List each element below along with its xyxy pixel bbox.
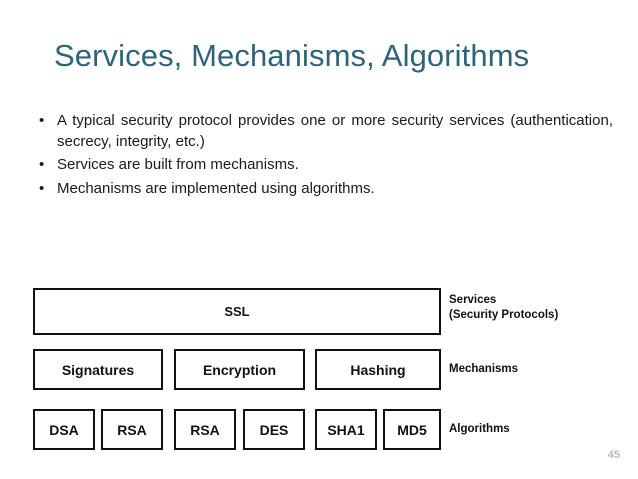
diagram-box-rsa-encryption: RSA — [174, 409, 236, 450]
diagram-box-hashing: Hashing — [315, 349, 441, 390]
bullet-list: • A typical security protocol provides o… — [33, 110, 613, 202]
diagram-box-md5: MD5 — [383, 409, 441, 450]
diagram-side-label-mechanisms-line1: Mechanisms — [449, 363, 519, 375]
diagram-box-ssl: SSL — [33, 288, 441, 335]
diagram-box-des: DES — [243, 409, 305, 450]
diagram-box-sha1: SHA1 — [315, 409, 377, 450]
bullet-marker-icon: • — [39, 180, 45, 197]
list-item-text: A typical security protocol provides one… — [57, 112, 613, 150]
list-item: • Mechanisms are implemented using algor… — [33, 178, 613, 200]
diagram-side-label-algorithms: Algorithms — [449, 422, 510, 437]
list-item-text: Services are built from mechanisms. — [57, 156, 299, 173]
diagram-box-dsa: DSA — [33, 409, 95, 450]
diagram-side-label-mechanisms: Mechanisms — [449, 362, 518, 377]
page-title: Services, Mechanisms, Algorithms — [54, 38, 530, 73]
diagram-side-label-services-line2: (Security Protocols) — [449, 309, 559, 321]
list-item: • Services are built from mechanisms. — [33, 154, 613, 176]
bullet-marker-icon: • — [39, 156, 45, 173]
diagram-box-encryption: Encryption — [174, 349, 305, 390]
bullet-marker-icon: • — [39, 112, 45, 129]
list-item: • A typical security protocol provides o… — [33, 110, 613, 152]
diagram-side-label-services: Services (Security Protocols) — [449, 293, 558, 323]
diagram-side-label-algorithms-line1: Algorithms — [449, 423, 510, 435]
diagram-box-rsa-signatures: RSA — [101, 409, 163, 450]
page-number: 45 — [607, 449, 620, 461]
list-item-text: Mechanisms are implemented using algorit… — [57, 180, 375, 197]
diagram-box-signatures: Signatures — [33, 349, 163, 390]
diagram-side-label-services-line1: Services — [449, 294, 497, 306]
